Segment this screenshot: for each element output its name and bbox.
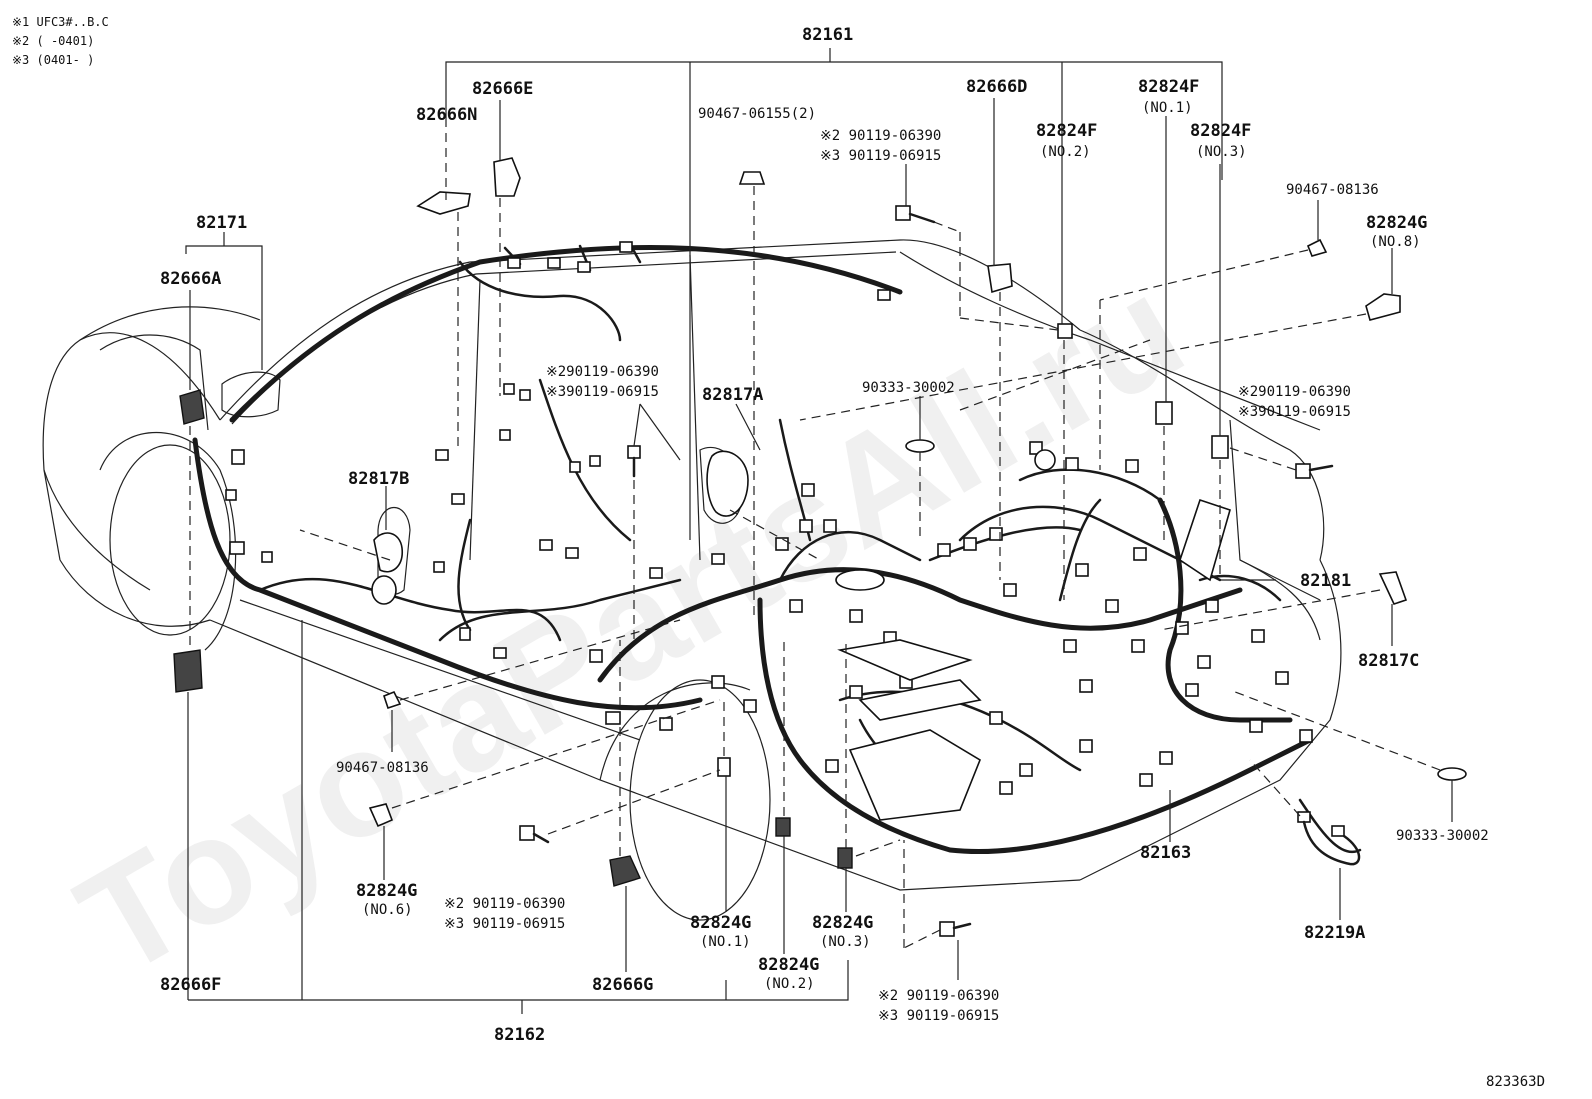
label-82824G-no3: 82824G (812, 913, 873, 933)
label-82824G-no2-sub: (NO.2) (764, 976, 815, 992)
label-90467-06155: 90467-06155(2) (698, 106, 816, 122)
label-bolt-right-a: ※290119-06390 (1238, 384, 1351, 400)
label-82824F-no1-sub: (NO.1) (1142, 100, 1193, 116)
harness-front-floor (192, 437, 703, 711)
plug-90333-30002-mid-icon (905, 439, 935, 453)
label-82824F-no2: 82824F (1036, 121, 1097, 141)
label-82824G-no6: 82824G (356, 881, 417, 901)
label-82161: 82161 (802, 25, 853, 45)
diagram-code: 823363D (1486, 1074, 1545, 1090)
label-82666D: 82666D (966, 77, 1027, 97)
bolt-bottom-icon (939, 921, 972, 937)
label-82824G-no1: 82824G (690, 913, 751, 933)
part-82666N-icon (416, 191, 471, 215)
label-82824G-no8: 82824G (1366, 213, 1427, 233)
label-82666F: 82666F (160, 975, 221, 995)
part-82824G-no1-icon (717, 757, 731, 777)
label-bolt-bottom-a: ※2 90119-06390 (878, 988, 999, 1004)
bolt-low-left-icon (519, 825, 550, 844)
clip-90467-08136-top-icon (1306, 238, 1328, 257)
watermark: ToyotaPartsAll.ru (52, 243, 1209, 1008)
label-bolt-right-b: ※390119-06915 (1238, 404, 1351, 420)
part-82824F-no2-icon (1057, 323, 1073, 339)
label-bolt-top-a: ※2 90119-06390 (820, 128, 941, 144)
label-90333-30002-right: 90333-30002 (1396, 828, 1489, 844)
label-bolt-bottom-b: ※3 90119-06915 (878, 1008, 999, 1024)
part-82817A-icon (706, 450, 749, 517)
label-bolt-mid-b: ※390119-06915 (546, 384, 659, 400)
label-82666A: 82666A (160, 269, 221, 289)
label-bolt-low-left-a: ※2 90119-06390 (444, 896, 565, 912)
label-82824G-no8-sub: (NO.8) (1370, 234, 1421, 250)
bolt-top-icon (895, 205, 936, 224)
part-82666D-icon (987, 263, 1013, 294)
label-82824F-no3: 82824F (1190, 121, 1251, 141)
label-82817C: 82817C (1358, 651, 1419, 671)
part-82219A-icon (1297, 811, 1361, 866)
label-bolt-low-left-b: ※3 90119-06915 (444, 916, 565, 932)
label-82171: 82171 (196, 213, 247, 233)
bolt-right-icon (1295, 463, 1334, 479)
bolt-mid-icon (627, 445, 641, 478)
clip-90467-06155-icon (738, 171, 766, 185)
label-82824G-no1-sub: (NO.1) (700, 934, 751, 950)
label-90333-30002-mid: 90333-30002 (862, 380, 955, 396)
label-90467-08136-top: 90467-08136 (1286, 182, 1379, 198)
footnotes: ※1 UFC3#..B.C ※2 ( -0401) ※3 (0401- ) (12, 15, 109, 67)
label-82666G: 82666G (592, 975, 653, 995)
label-bolt-mid-a: ※290119-06390 (546, 364, 659, 380)
part-82666E-icon (493, 157, 521, 197)
label-bolt-top-b: ※3 90119-06915 (820, 148, 941, 164)
part-82824G-no8-icon (1365, 293, 1401, 321)
label-82163: 82163 (1140, 843, 1191, 863)
label-82824G-no3-sub: (NO.3) (820, 934, 871, 950)
car-body-outline (42, 239, 1342, 921)
part-82824F-no3-icon (1211, 435, 1229, 459)
part-labels: 82161 82666E 82666N 90467-06155(2) ※2 90… (160, 25, 1545, 1090)
label-82824G-no2: 82824G (758, 955, 819, 975)
footnote-1: ※1 UFC3#..B.C (12, 15, 109, 29)
part-82824G-no6-icon (368, 803, 394, 828)
leader-lines (185, 48, 1453, 1014)
label-82666N: 82666N (416, 105, 477, 125)
part-82824F-no1-icon (1155, 401, 1173, 425)
part-82666A-icon (179, 389, 205, 425)
label-82824F-no1: 82824F (1138, 77, 1199, 97)
label-90467-08136-bottom: 90467-08136 (336, 760, 429, 776)
label-82824F-no3-sub: (NO.3) (1196, 144, 1247, 160)
footnote-3: ※3 (0401- ) (12, 53, 94, 67)
label-82824G-no6-sub: (NO.6) (362, 902, 413, 918)
footnote-2: ※2 ( -0401) (12, 34, 94, 48)
rear-components (835, 449, 1231, 821)
label-82817A: 82817A (702, 385, 763, 405)
part-82817C-icon (1378, 571, 1408, 605)
label-82181: 82181 (1300, 571, 1351, 591)
clip-90467-08136-bottom-icon (383, 690, 402, 710)
label-82817B: 82817B (348, 469, 409, 489)
small-parts (173, 157, 1467, 937)
label-82666E: 82666E (472, 79, 533, 99)
part-82824G-no2-icon (775, 817, 791, 837)
part-82666F-icon (173, 649, 203, 693)
plug-90333-30002-right-icon (1437, 767, 1467, 781)
label-82219A: 82219A (1304, 923, 1365, 943)
part-82817B-icon (373, 532, 403, 573)
label-82162: 82162 (494, 1025, 545, 1045)
part-82824G-no3-icon (837, 847, 853, 869)
part-82666G-icon (609, 855, 641, 887)
label-82824F-no2-sub: (NO.2) (1040, 144, 1091, 160)
